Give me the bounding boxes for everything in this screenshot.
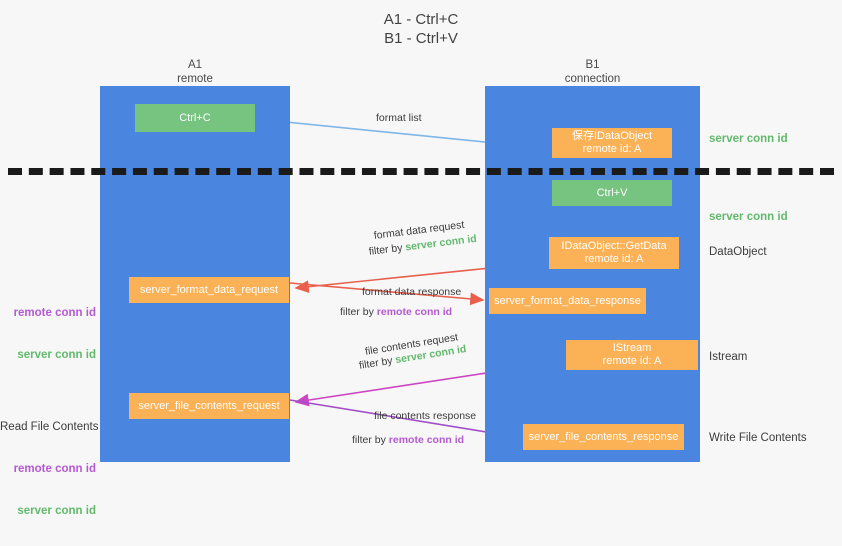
filter-remote-conn-id: remote conn id [376, 306, 453, 318]
node-idataobject[interactable]: 保存IDataObject remote id: A [552, 128, 672, 158]
edge-label-format-list: format list [376, 112, 422, 124]
annotation-conn-ids-middle: remote conn id server conn id [0, 278, 96, 390]
edge-label-format-data-response: format data response [362, 286, 462, 298]
node-server-format-data-response[interactable]: server_format_data_response [489, 288, 646, 314]
edge-label-file-contents-response-filter: filter by remote conn id [352, 433, 464, 447]
annotation-dataobject: DataObject [709, 246, 767, 258]
annotation-write-file-contents: Write File Contents [709, 432, 807, 444]
node-ctrl-c[interactable]: Ctrl+C [135, 104, 255, 132]
edge-format-data-response [289, 282, 485, 306]
phase-divider [8, 168, 834, 175]
page-title: A1 - Ctrl+C B1 - Ctrl+V [383, 11, 459, 47]
node-ctrl-v[interactable]: Ctrl+V [552, 180, 672, 206]
node-server-format-data-request[interactable]: server_format_data_request [129, 277, 289, 303]
edge-label-file-contents-response: file contents response [374, 410, 477, 422]
annotation-server-conn-id-2: server conn id [17, 505, 96, 517]
node-server-file-contents-request[interactable]: server_file_contents_request [129, 393, 289, 419]
filter-by-text-2: filter by [340, 306, 377, 318]
filter-remote-conn-id-2: remote conn id [388, 434, 465, 446]
node-idataobject-getdata[interactable]: IDataObject::GetData remote id: A [549, 237, 679, 269]
annotation-server-conn-id-mid: server conn id [709, 211, 788, 223]
annotation-read-file-contents: Read File Contents [0, 421, 99, 433]
node-istream[interactable]: IStream remote id: A [566, 340, 698, 370]
lane-header-a1: A1 remote [177, 59, 213, 85]
filter-by-text-4: filter by [352, 434, 389, 446]
sequence-diagram-canvas: A1 - Ctrl+C B1 - Ctrl+V A1 remote B1 con… [0, 11, 834, 517]
annotation-remote-conn-id-2: remote conn id [13, 463, 96, 475]
annotation-server-conn-id: server conn id [17, 349, 96, 361]
annotation-remote-conn-id: remote conn id [13, 307, 96, 319]
lane-header-b1: B1 connection [564, 59, 621, 85]
edge-label-format-data-response-filter: filter by remote conn id [340, 305, 452, 319]
annotation-istream: Istream [709, 351, 748, 363]
node-server-file-contents-response[interactable]: server_file_contents_response [523, 424, 684, 450]
annotation-server-conn-id-top: server conn id [709, 133, 788, 145]
annotation-read-file-contents-group: Read File Contents remote conn id server… [0, 392, 99, 546]
edge-file-contents-response [289, 399, 519, 442]
